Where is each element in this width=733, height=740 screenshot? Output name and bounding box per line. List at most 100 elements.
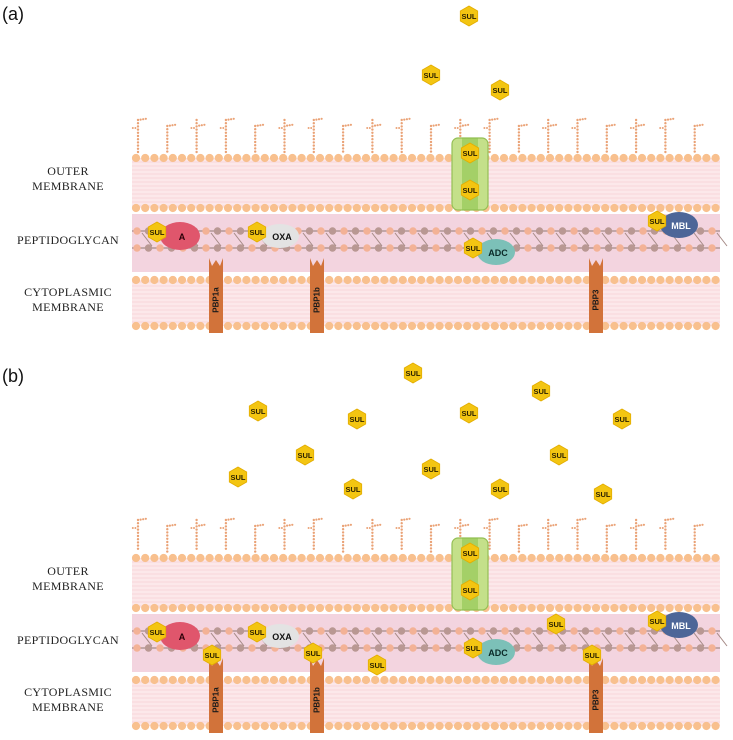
sulbactam-molecule: SUL	[421, 458, 441, 480]
sulbactam-label: SUL	[370, 661, 385, 670]
sulbactam-label: SUL	[346, 485, 361, 494]
sulbactam-molecule: SUL	[303, 642, 323, 664]
sulbactam-label: SUL	[615, 415, 630, 424]
cyto-label-line1: CYTOPLASMIC	[24, 685, 112, 699]
enzyme-oxa: OXA	[261, 224, 299, 248]
cyto-label-line2: MEMBRANE	[32, 300, 104, 314]
sulbactam-hexagon	[647, 610, 667, 632]
sulbactam-label: SUL	[231, 473, 246, 482]
sulbactam-hexagon	[460, 542, 480, 564]
sulbactam-molecule: SUL	[460, 542, 480, 564]
lps-chain	[395, 517, 411, 550]
sulbactam-hexagon	[612, 408, 632, 430]
lps-chain	[605, 123, 616, 153]
sulbactam-label: SUL	[596, 490, 611, 499]
sulbactam-hexagon	[303, 642, 323, 664]
sulbactam-hexagon	[549, 444, 569, 466]
sulbactam-molecule: SUL	[295, 444, 315, 466]
sulbactam-molecule: SUL	[228, 466, 248, 488]
lps-chain	[366, 118, 382, 154]
lps-chain	[571, 117, 587, 154]
pbp-label: PBP3	[592, 689, 601, 710]
sulbactam-molecule: SUL	[463, 637, 483, 659]
cyto-label-line1: CYTOPLASMIC	[24, 285, 112, 299]
sulbactam-label: SUL	[406, 369, 421, 378]
sulbactam-label: SUL	[552, 451, 567, 460]
enzyme-class-a: A	[160, 222, 200, 250]
sulbactam-label: SUL	[424, 465, 439, 474]
enzyme-label: OXA	[272, 232, 292, 242]
outer-membrane-core	[132, 558, 720, 608]
sulbactam-label: SUL	[350, 415, 365, 424]
sulbactam-molecule: SUL	[531, 380, 551, 402]
sulbactam-molecule: SUL	[460, 142, 480, 164]
lps-chain	[307, 517, 323, 550]
lps-chain	[605, 523, 616, 553]
enzyme-label: MBL	[671, 221, 691, 231]
sulbactam-molecule: SUL	[490, 79, 510, 101]
lps-chain	[131, 117, 147, 154]
sulbactam-label: SUL	[463, 149, 478, 158]
sulbactam-hexagon	[463, 637, 483, 659]
sulbactam-molecule: SUL	[549, 444, 569, 466]
pbp-label: PBP3	[592, 289, 601, 310]
sulbactam-molecule: SUL	[460, 179, 480, 201]
sulbactam-molecule: SUL	[463, 237, 483, 259]
cytoplasmic-membrane-core	[132, 280, 720, 326]
enzyme-mbl: MBL	[660, 212, 698, 238]
sulbactam-molecule: SUL	[459, 5, 479, 27]
enzyme-mbl: MBL	[660, 612, 698, 638]
sulbactam-label: SUL	[150, 228, 165, 237]
sulbactam-hexagon	[582, 644, 602, 666]
lps-chain	[166, 123, 177, 153]
outer-label-line2: MEMBRANE	[32, 579, 104, 593]
enzyme-label: A	[179, 632, 186, 642]
sulbactam-hexagon	[147, 621, 167, 643]
lps-chain	[629, 118, 646, 154]
sulbactam-label: SUL	[463, 186, 478, 195]
pbp-label: PBP1a	[212, 287, 221, 313]
sulbactam-label: SUL	[424, 71, 439, 80]
sulbactam-label: SUL	[463, 549, 478, 558]
sulbactam-molecule: SUL	[403, 362, 423, 384]
enzyme-label: ADC	[488, 648, 508, 658]
sulbactam-molecule: SUL	[147, 621, 167, 643]
lps-chain	[307, 117, 323, 154]
sulbactam-label: SUL	[493, 86, 508, 95]
enzyme-label: A	[179, 232, 186, 242]
panel-a-peptidoglycan-label: PEPTIDOGLYCAN	[16, 233, 120, 247]
outer-label-line1: OUTER	[47, 564, 89, 578]
pbp-protein: PBP3	[589, 258, 603, 333]
sulbactam-hexagon	[593, 483, 613, 505]
sulbactam-hexagon	[295, 444, 315, 466]
sulbactam-hexagon	[247, 221, 267, 243]
pbp-protein: PBP1b	[310, 258, 324, 333]
sulbactam-molecule: SUL	[247, 221, 267, 243]
panel-b-peptidoglycan-label: PEPTIDOGLYCAN	[16, 633, 120, 647]
sulbactam-hexagon	[247, 621, 267, 643]
sulbactam-molecule: SUL	[612, 408, 632, 430]
lps-chain	[659, 117, 675, 154]
enzyme-label: OXA	[272, 632, 292, 642]
sulbactam-molecule: SUL	[490, 478, 510, 500]
sulbactam-hexagon	[202, 644, 222, 666]
lps-chain	[429, 523, 440, 553]
sulbactam-hexagon	[490, 478, 510, 500]
lps-chain	[542, 518, 558, 550]
glycan-strand	[132, 644, 720, 652]
sulbactam-molecule: SUL	[202, 644, 222, 666]
sulbactam-label: SUL	[585, 651, 600, 660]
lps-chain	[341, 123, 352, 153]
sulbactam-hexagon	[460, 579, 480, 601]
lps-chain	[190, 518, 206, 550]
lipid-head-row	[131, 553, 720, 563]
sulbactam-label: SUL	[650, 617, 665, 626]
pbp-label: PBP1a	[212, 687, 221, 713]
lps-chain	[366, 518, 382, 550]
sulbactam-hexagon	[463, 237, 483, 259]
lps-chain	[571, 517, 587, 550]
sulbactam-hexagon	[459, 5, 479, 27]
lps-chain	[429, 123, 440, 153]
